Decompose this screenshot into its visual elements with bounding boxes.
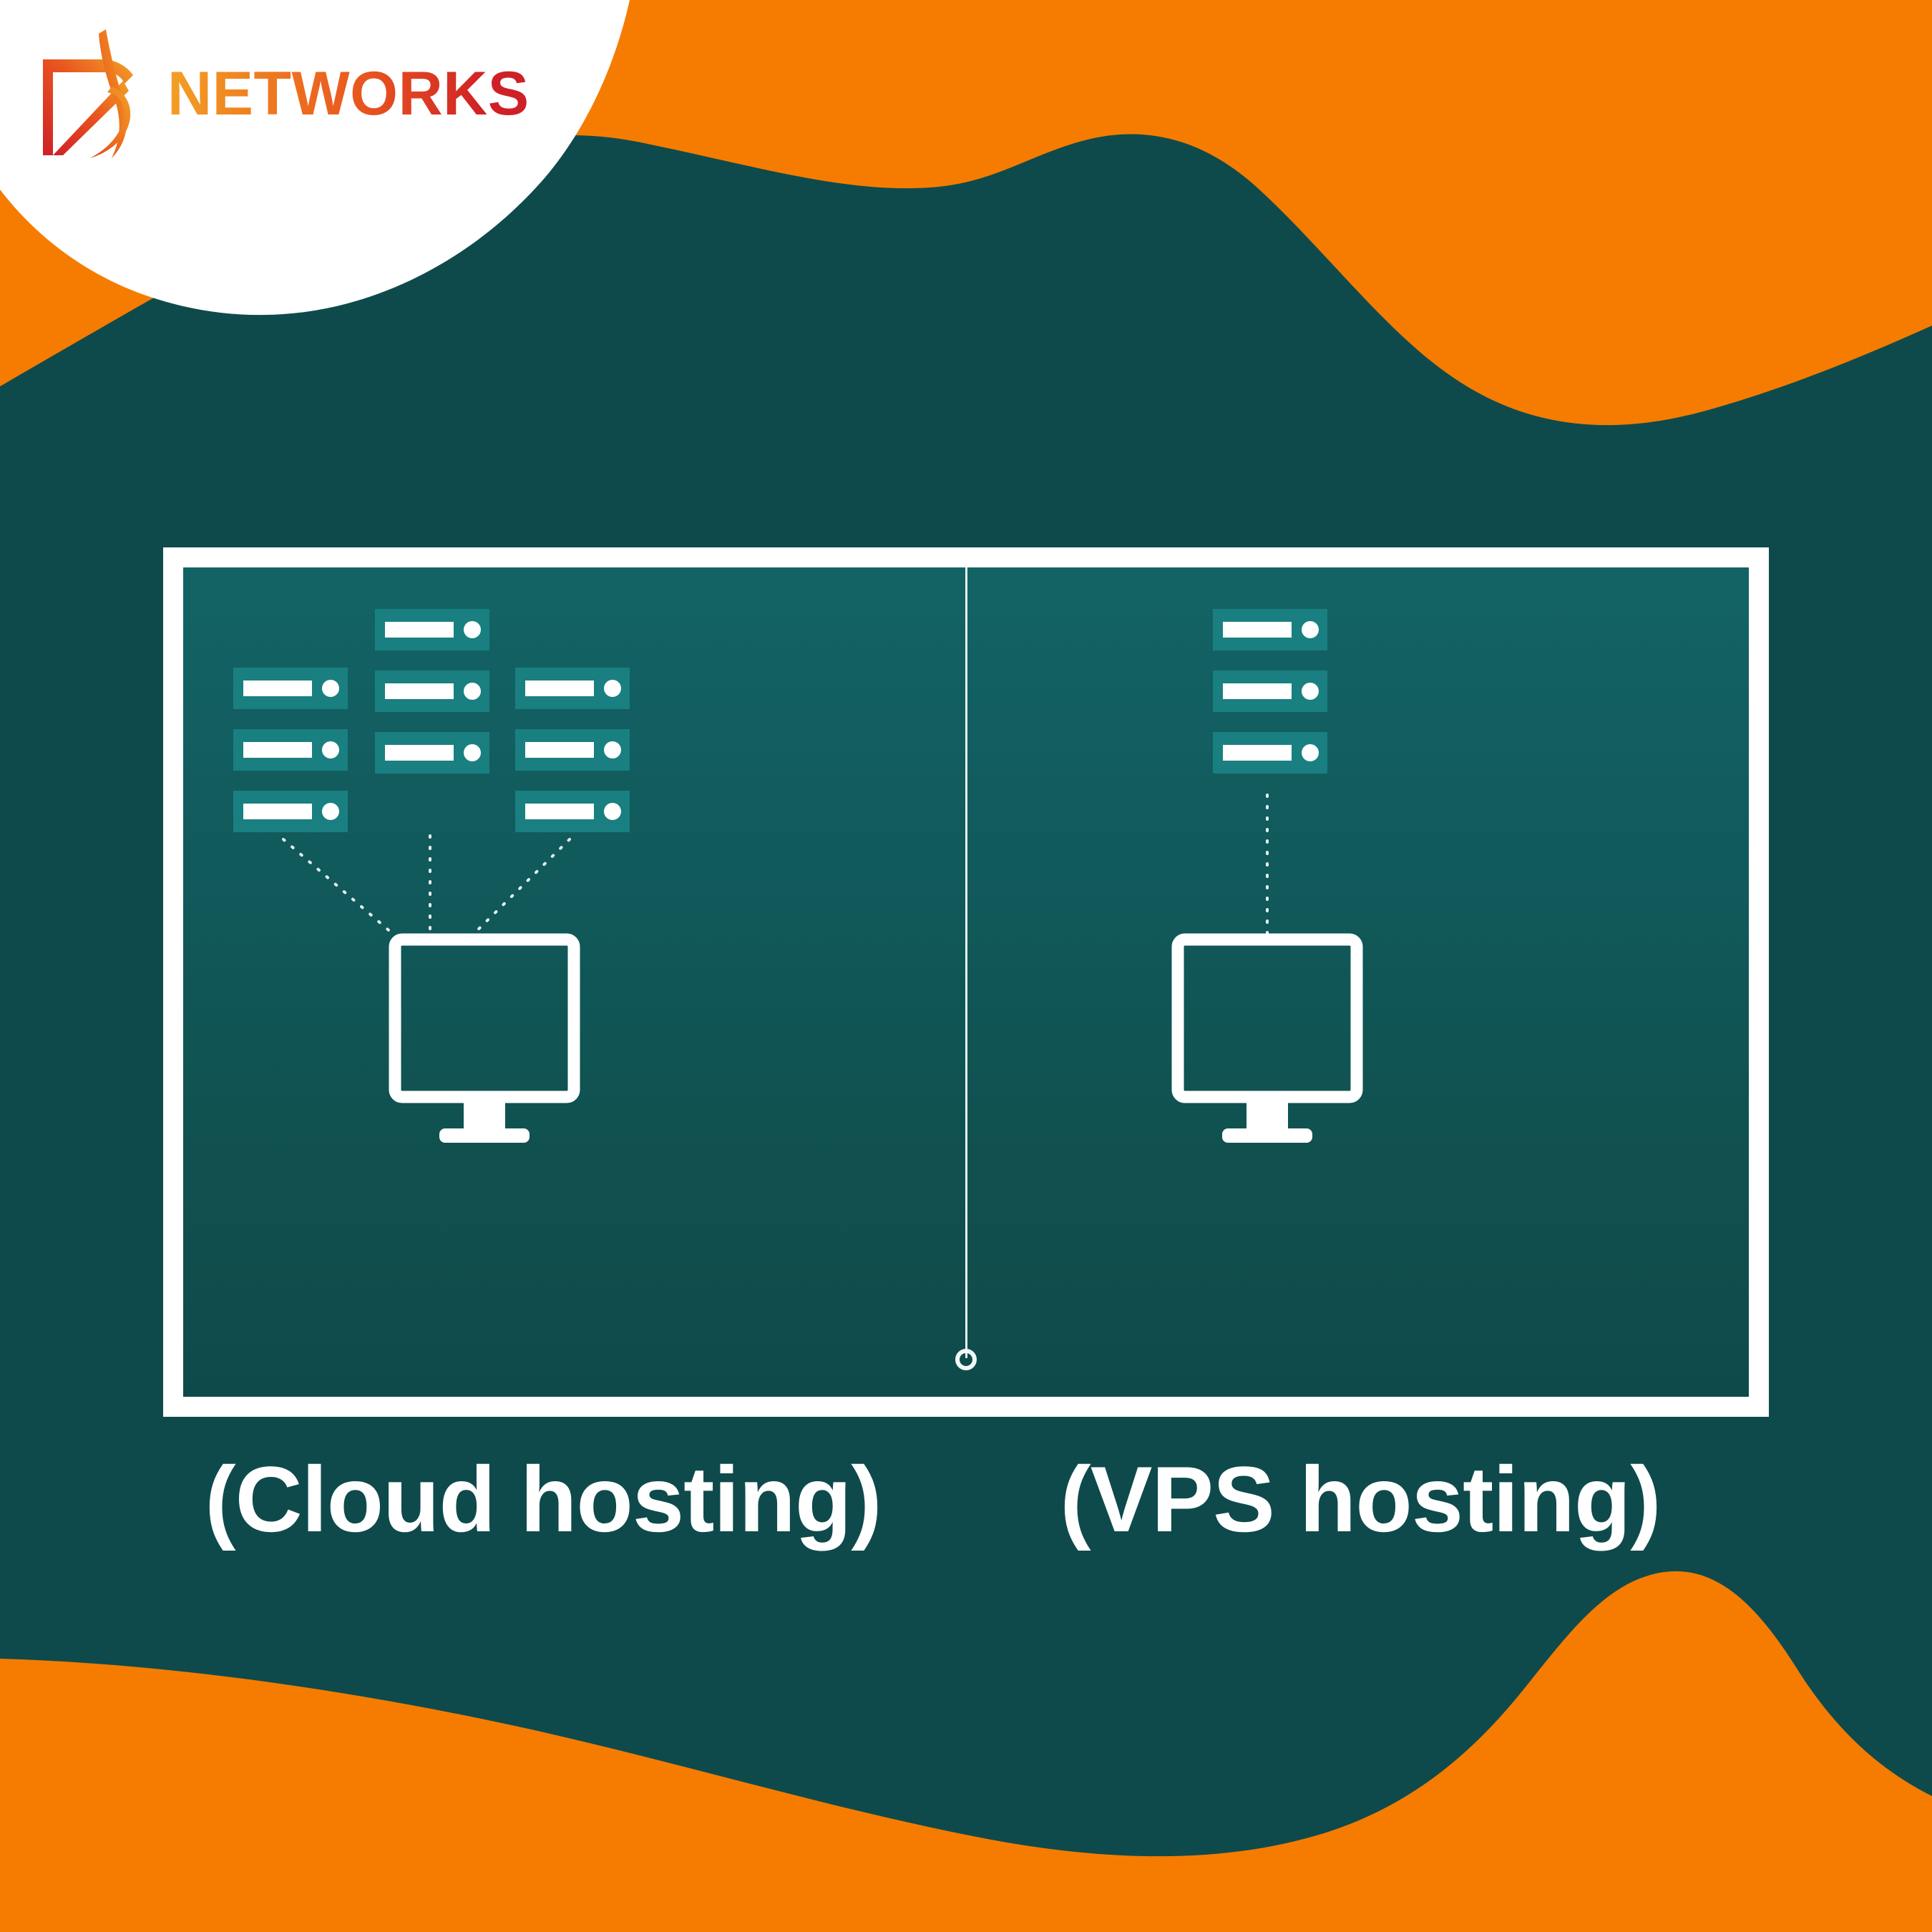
server-unit[interactable] xyxy=(1213,732,1327,774)
server-unit[interactable] xyxy=(233,729,348,771)
status-bar xyxy=(1223,683,1292,699)
status-bar xyxy=(1223,745,1292,761)
status-bar xyxy=(243,742,312,758)
server-unit[interactable] xyxy=(375,732,489,774)
divider-end-dot-icon xyxy=(955,1349,977,1370)
status-led xyxy=(464,621,481,638)
white-logo-blob xyxy=(0,0,630,316)
server-unit[interactable] xyxy=(375,609,489,650)
orange-bottom-wave xyxy=(0,1571,1932,1932)
status-bar xyxy=(1223,622,1292,638)
server-unit[interactable] xyxy=(515,668,630,709)
status-led xyxy=(604,680,621,697)
server-unit[interactable] xyxy=(515,729,630,771)
status-led xyxy=(1302,683,1319,700)
status-led xyxy=(322,803,339,820)
server-unit[interactable] xyxy=(233,791,348,832)
vertical-divider xyxy=(965,567,967,1358)
diagram-frame xyxy=(163,547,1769,1417)
caption-row: (Cloud hosting) (VPS hosting) xyxy=(163,1438,1769,1560)
status-led xyxy=(322,680,339,697)
server-unit[interactable] xyxy=(1213,609,1327,650)
server-unit[interactable] xyxy=(233,668,348,709)
vps-stack xyxy=(1213,609,1327,794)
status-bar xyxy=(525,742,594,758)
status-led xyxy=(322,741,339,758)
status-led xyxy=(604,803,621,820)
cloud-stack-left xyxy=(233,668,348,852)
server-unit[interactable] xyxy=(1213,670,1327,712)
connector-left xyxy=(282,838,399,940)
vps-connection-lines xyxy=(1266,794,1269,941)
caption-cloud-hosting: (Cloud hosting) xyxy=(205,1447,882,1551)
status-led xyxy=(464,683,481,700)
status-led xyxy=(1302,621,1319,638)
diagram-panel xyxy=(183,567,1749,1397)
brand-logo: NETWORKS xyxy=(21,14,529,179)
brand-wordmark: NETWORKS xyxy=(167,59,530,128)
status-bar xyxy=(243,680,312,696)
server-unit[interactable] xyxy=(375,670,489,712)
vps-hosting-panel xyxy=(966,567,1749,1397)
status-led xyxy=(604,741,621,758)
status-led xyxy=(1302,744,1319,761)
status-bar xyxy=(525,680,594,696)
status-bar xyxy=(525,804,594,819)
cloud-connection-lines xyxy=(282,834,571,940)
status-bar xyxy=(243,804,312,819)
connector-right xyxy=(468,838,571,940)
d-swoosh-logo-icon xyxy=(43,29,133,158)
status-bar xyxy=(385,622,454,638)
server-unit[interactable] xyxy=(515,791,630,832)
cloud-stack-right xyxy=(515,668,630,852)
status-led xyxy=(464,744,481,761)
cloud-hosting-panel xyxy=(183,567,966,1397)
status-bar xyxy=(385,683,454,699)
caption-vps-hosting: (VPS hosting) xyxy=(1060,1447,1661,1551)
status-bar xyxy=(385,745,454,761)
cloud-stack-center xyxy=(375,609,489,794)
